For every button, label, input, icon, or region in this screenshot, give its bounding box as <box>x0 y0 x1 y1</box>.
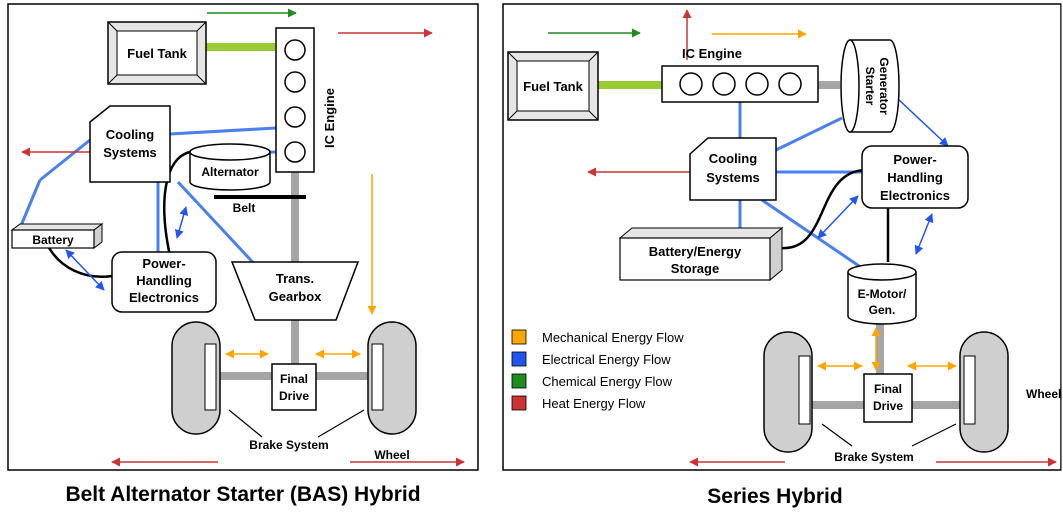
bas-trans-label-2: Gearbox <box>269 289 323 304</box>
series-wheel-left <box>763 331 813 453</box>
legend-swatch-mechanical <box>511 329 527 345</box>
bas-battery: Battery <box>10 223 104 249</box>
series-cooling-label-2: Systems <box>706 170 759 185</box>
bas-final-label-2: Drive <box>279 389 309 403</box>
series-power-label-2: Handling <box>887 170 943 185</box>
bas-elec-arrow-alternator <box>174 206 189 239</box>
series-power-label-3: Electronics <box>880 188 950 203</box>
bas-final-label-1: Final <box>280 372 308 386</box>
bas-brake-label: Brake System <box>249 438 328 452</box>
series-electrical-wiring <box>738 102 863 270</box>
series-final-drive: Final Drive <box>863 373 913 423</box>
series-final-label-1: Final <box>874 382 902 396</box>
bas-fuel-tank-label: Fuel Tank <box>127 46 187 61</box>
series-motor-label-2: Gen. <box>869 303 896 317</box>
legend-label-chemical: Chemical Energy Flow <box>542 374 673 389</box>
bas-cooling-systems: Cooling Systems <box>89 105 171 183</box>
series-fuel-tank-label: Fuel Tank <box>523 79 583 94</box>
series-starter-generator: Starter Generator <box>840 39 900 133</box>
bas-battery-label: Battery <box>32 233 74 247</box>
bas-wheel-label: Wheel <box>374 448 409 462</box>
series-ic-engine-label: IC Engine <box>682 46 742 61</box>
bas-brake-leaders <box>228 409 365 438</box>
series-elec-arrow-battery <box>817 195 859 239</box>
bas-alternator: Alternator <box>189 143 271 191</box>
series-starter-label-1: Starter <box>863 67 877 106</box>
series-wheel-right <box>959 331 1009 453</box>
bas-belt-label: Belt <box>233 201 256 215</box>
legend-label-mechanical: Mechanical Energy Flow <box>542 330 684 345</box>
series-fuel-tank: Fuel Tank <box>507 51 599 121</box>
series-power-electronics: Power- Handling Electronics <box>861 145 969 209</box>
series-final-label-2: Drive <box>873 399 903 413</box>
series-power-label-1: Power- <box>893 152 936 167</box>
bas-trans-label-1: Trans. <box>276 271 314 286</box>
legend-swatch-electrical <box>511 351 527 367</box>
series-wheel-label: Wheel <box>1026 387 1061 401</box>
series-battery-label-1: Battery/Energy <box>649 244 742 259</box>
series-brake-label: Brake System <box>834 450 913 464</box>
bas-trans-gearbox: Trans. Gearbox <box>230 261 360 321</box>
bas-elec-arrow-battery <box>65 249 105 291</box>
legend-swatch-chemical <box>511 373 527 389</box>
bas-power-electronics: Power- Handling Electronics <box>111 251 217 313</box>
series-ic-engine: IC Engine <box>661 46 819 103</box>
bas-wheel-left <box>171 321 221 435</box>
bas-wheel-right <box>367 321 417 435</box>
bas-power-label-1: Power- <box>142 256 185 271</box>
series-battery-storage: Battery/Energy Storage <box>618 226 784 282</box>
series-elec-arrow-motor <box>914 213 934 255</box>
bas-power-label-3: Electronics <box>129 290 199 305</box>
legend-swatch-heat <box>511 395 527 411</box>
bas-final-drive: Final Drive <box>271 363 317 411</box>
series-panel: Fuel Tank IC Engine Starter Generator Co… <box>502 3 1062 471</box>
series-caption: Series Hybrid <box>707 485 842 508</box>
series-e-motor: E-Motor/ Gen. <box>847 263 917 325</box>
right-edge-mask <box>1061 0 1063 517</box>
series-battery-label-2: Storage <box>671 261 719 276</box>
bas-caption: Belt Alternator Starter (BAS) Hybrid <box>65 483 420 506</box>
bas-alternator-label: Alternator <box>201 165 259 179</box>
bas-ic-engine: IC Engine <box>275 27 337 173</box>
bas-fuel-tank: Fuel Tank <box>107 21 207 85</box>
series-starter-label-2: Generator <box>877 57 891 115</box>
series-cooling-systems: Cooling Systems <box>689 137 777 201</box>
series-motor-label-1: E-Motor/ <box>858 287 907 301</box>
bas-cooling-label-1: Cooling <box>106 127 154 142</box>
bas-cooling-label-2: Systems <box>103 145 156 160</box>
series-brake-leaders <box>821 423 957 447</box>
series-cooling-label-1: Cooling <box>709 151 757 166</box>
legend-label-electrical: Electrical Energy Flow <box>542 352 671 367</box>
bas-ic-engine-label: IC Engine <box>322 88 337 148</box>
bas-power-label-2: Handling <box>136 273 192 288</box>
legend-label-heat: Heat Energy Flow <box>542 396 646 411</box>
bas-panel: Fuel Tank IC Engine Cooling Systems Alte… <box>7 3 479 471</box>
